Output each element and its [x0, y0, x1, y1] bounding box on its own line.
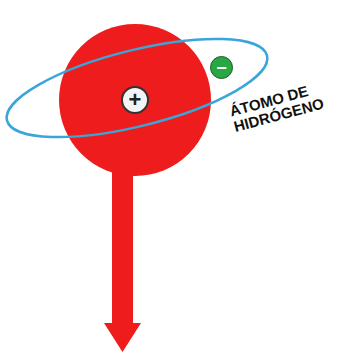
proton-circle: + [121, 86, 149, 114]
charge-sign: − [216, 59, 227, 77]
electron-orbit [0, 19, 276, 158]
electron-circle: − [210, 56, 233, 79]
arrow-head [104, 323, 141, 352]
arrow-shaft [112, 168, 133, 325]
charge-sign: + [129, 89, 142, 111]
nucleus-circle [59, 24, 211, 176]
